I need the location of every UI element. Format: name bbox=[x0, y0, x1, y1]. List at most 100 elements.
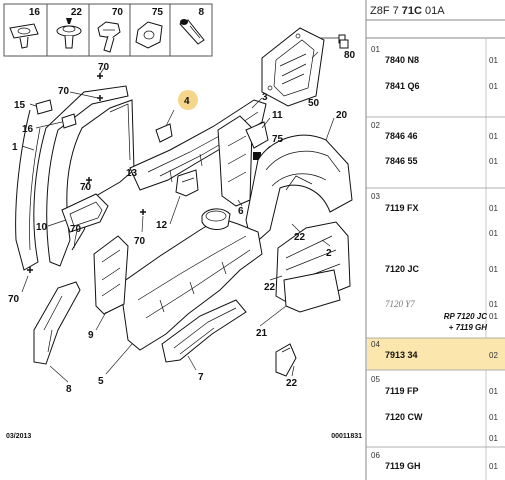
callout-75: 75 bbox=[272, 134, 284, 145]
callout-21: 21 bbox=[256, 328, 268, 339]
part-number[interactable]: 7846 55 bbox=[385, 156, 418, 166]
callouts: 80 50 70 70 15 16 4 3 11 75 20 1 12 13 7… bbox=[8, 50, 356, 395]
callout-20: 20 bbox=[336, 110, 348, 121]
callout-80: 80 bbox=[344, 50, 356, 61]
quantity: 01 bbox=[489, 157, 498, 166]
push-nut-icon bbox=[56, 18, 82, 49]
part-16-tab bbox=[61, 113, 77, 129]
callout-15: 15 bbox=[14, 100, 26, 111]
fastener-ref: 16 bbox=[29, 7, 41, 18]
part-7-sill bbox=[161, 299, 247, 363]
callout-6: 6 bbox=[238, 206, 244, 217]
callout-8: 8 bbox=[66, 384, 72, 395]
callout-70: 70 bbox=[80, 182, 92, 193]
callout-12: 12 bbox=[156, 220, 168, 231]
part-6-support bbox=[217, 115, 253, 207]
callout-13: 13 bbox=[126, 168, 138, 179]
quantity: 02 bbox=[489, 351, 498, 360]
quantity: 01 bbox=[489, 229, 498, 238]
quantity: 01 bbox=[489, 204, 498, 213]
part-number[interactable]: 7119 FP bbox=[385, 386, 419, 396]
replacement-note: RP 7120 JC bbox=[444, 312, 488, 321]
callout-4: 4 bbox=[184, 96, 190, 107]
callout-50: 50 bbox=[308, 98, 320, 109]
callout-70: 70 bbox=[58, 86, 70, 97]
fastener-ref: 22 bbox=[71, 7, 83, 18]
fastener-legend: 16 22 70 75 8 bbox=[3, 3, 213, 57]
part-number[interactable]: 7841 Q6 bbox=[385, 81, 420, 91]
part-20-arch-liner bbox=[245, 134, 353, 247]
quantity: 01 bbox=[489, 413, 498, 422]
part-number[interactable]: 7120 CW bbox=[385, 412, 423, 422]
group-index: 04 bbox=[371, 340, 380, 349]
footer-ref: 00011831 bbox=[331, 433, 362, 440]
group-index: 03 bbox=[371, 192, 380, 201]
part-11-gusset bbox=[245, 121, 269, 149]
group-index: 02 bbox=[371, 121, 380, 130]
quantity: 01 bbox=[489, 265, 498, 274]
callout-9: 9 bbox=[88, 330, 94, 341]
callout-7: 7 bbox=[198, 372, 204, 383]
part-15-tab bbox=[35, 99, 53, 115]
quantity: 01 bbox=[489, 312, 498, 321]
footer-date: 03/2013 bbox=[6, 433, 31, 440]
quantity: 01 bbox=[489, 56, 498, 65]
part-10-bracket bbox=[61, 193, 109, 233]
part-1-wing bbox=[15, 85, 135, 271]
leader-lines bbox=[21, 51, 335, 383]
part-50-panel bbox=[261, 27, 325, 107]
callout-22: 22 bbox=[286, 378, 298, 389]
quantity: 01 bbox=[489, 387, 498, 396]
callout-3: 3 bbox=[262, 92, 268, 103]
nut-icon bbox=[135, 21, 163, 49]
fastener-ref: 70 bbox=[112, 7, 124, 18]
part-70-clip bbox=[275, 343, 297, 377]
callout-11: 11 bbox=[272, 110, 283, 121]
callout-22: 22 bbox=[264, 282, 276, 293]
part-number[interactable]: 7840 N8 bbox=[385, 55, 419, 65]
parts-table: Z8F 7 71C 01A 01 7840 N8 01 7841 Q6 01 0… bbox=[365, 0, 505, 480]
flange-bolt-icon bbox=[97, 21, 121, 53]
part-number[interactable]: 7119 GH bbox=[385, 461, 421, 471]
part-5-floor bbox=[119, 208, 263, 351]
callout-70: 70 bbox=[98, 62, 110, 73]
part-13-clip bbox=[155, 123, 173, 143]
part-number[interactable]: 7119 FX bbox=[385, 203, 419, 213]
quantity: 01 bbox=[489, 434, 498, 443]
quantity: 01 bbox=[489, 82, 498, 91]
callout-70: 70 bbox=[134, 236, 146, 247]
callout-5: 5 bbox=[98, 376, 104, 387]
part-12-bracket bbox=[175, 169, 199, 197]
part-9-bracket bbox=[93, 235, 129, 315]
callout-22: 22 bbox=[294, 232, 306, 243]
exploded-view: 80 50 70 70 15 16 4 3 11 75 20 1 12 13 7… bbox=[6, 27, 362, 440]
part-number[interactable]: 7846 46 bbox=[385, 131, 418, 141]
highlight-row bbox=[367, 338, 505, 370]
part-number[interactable]: 7913 34 bbox=[385, 350, 418, 360]
part-number[interactable]: 7120 JC bbox=[385, 264, 420, 274]
callout-2: 2 bbox=[326, 248, 332, 259]
callout-10: 10 bbox=[36, 222, 48, 233]
clip-fastener-icon bbox=[9, 23, 39, 49]
callout-16: 16 bbox=[22, 124, 34, 135]
group-index: 01 bbox=[371, 45, 380, 54]
part-80-clip bbox=[339, 39, 349, 49]
fastener-ref: 8 bbox=[198, 7, 204, 18]
callout-70: 70 bbox=[70, 224, 82, 235]
part-8-strut bbox=[33, 281, 81, 365]
part-number-superseded: 7120 Y7 bbox=[385, 299, 415, 309]
quantity: 01 bbox=[489, 462, 498, 471]
fastener-ref: 75 bbox=[152, 7, 164, 18]
part-21-trim bbox=[283, 269, 341, 313]
highlight-marker bbox=[178, 90, 198, 110]
quantity: 01 bbox=[489, 132, 498, 141]
rivet-icon bbox=[179, 19, 205, 45]
catalog-code: Z8F 7 71C 01A bbox=[370, 5, 445, 17]
group-index: 06 bbox=[371, 451, 380, 460]
group-index: 05 bbox=[371, 375, 380, 384]
square-nut-icon bbox=[253, 152, 261, 160]
callout-1: 1 bbox=[12, 142, 18, 153]
quantity: 01 bbox=[489, 300, 498, 309]
callout-70: 70 bbox=[8, 294, 20, 305]
